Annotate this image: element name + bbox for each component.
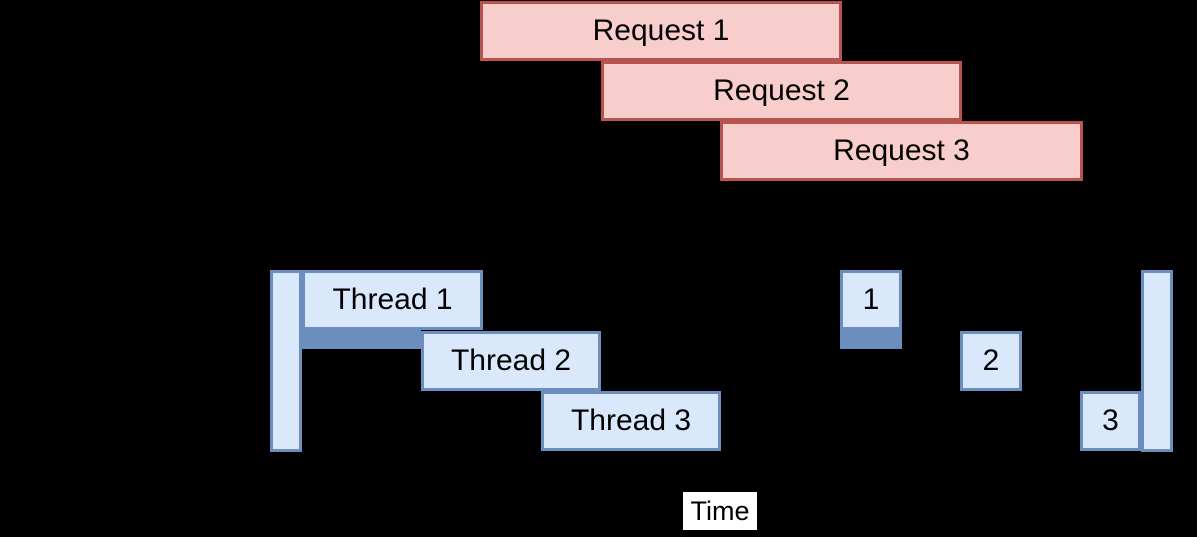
request-2-box: Request 2: [601, 61, 962, 121]
time-axis-label-text: Time: [690, 495, 750, 526]
thread-3-box: Thread 3: [541, 391, 721, 451]
thread-2-label: Thread 2: [450, 344, 572, 377]
thread-2-box: Thread 2: [421, 331, 601, 391]
completion-3-box: 3: [1080, 391, 1141, 451]
request-1-label: Request 1: [592, 14, 730, 47]
thread-1-blocked-strip: [302, 330, 421, 349]
timeline-end-bar: [1141, 270, 1173, 452]
completion-1-label: 1: [862, 283, 880, 316]
request-3-label: Request 3: [833, 134, 970, 167]
time-axis-label: Time: [683, 492, 757, 530]
thread-3-label: Thread 3: [570, 404, 692, 437]
completion-2-label: 2: [982, 344, 1000, 377]
completion-2-box: 2: [960, 331, 1022, 391]
request-1-box: Request 1: [480, 1, 842, 61]
completion-1-box: 1: [840, 270, 902, 330]
thread-1-label: Thread 1: [332, 283, 453, 316]
thread-1-box: Thread 1: [302, 270, 483, 330]
request-3-box: Request 3: [720, 121, 1083, 181]
timeline-start-bar: [270, 270, 302, 452]
completion-3-label: 3: [1102, 404, 1119, 437]
completion-1-blocked-strip: [840, 330, 902, 349]
request-2-label: Request 2: [713, 74, 850, 107]
